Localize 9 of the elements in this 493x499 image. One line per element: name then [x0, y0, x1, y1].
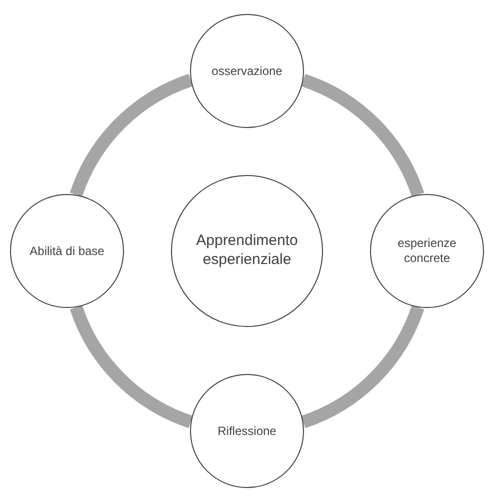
node-label: osservazione: [212, 64, 282, 78]
ring-arc: [300, 304, 424, 428]
ring-arc: [70, 304, 194, 428]
node-label: Riflessione: [218, 424, 276, 438]
ring-arc: [300, 74, 424, 198]
node-label: esperienze concrete: [396, 236, 458, 266]
node-label: Abilità di base: [30, 244, 104, 258]
node-label: Apprendimento esperienziale: [195, 232, 299, 270]
ring-arc: [70, 74, 194, 198]
